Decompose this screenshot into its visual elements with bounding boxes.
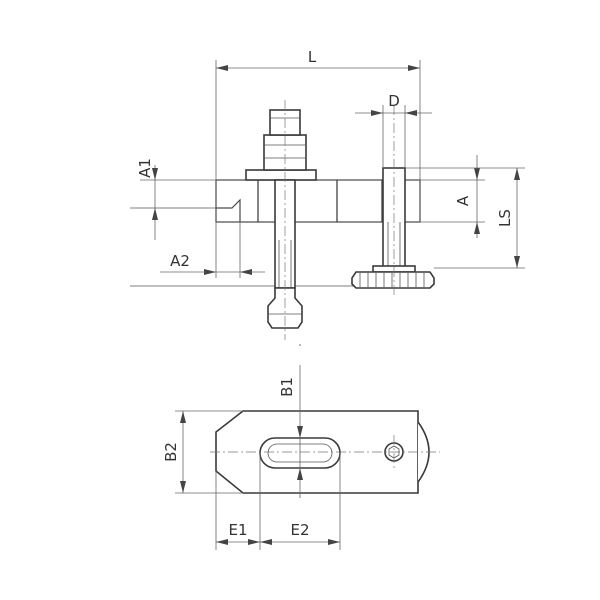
label-E1: E1 (228, 521, 247, 539)
washer (245, 169, 317, 181)
dimension-B1: B1 (278, 365, 303, 498)
clamp-nose (216, 198, 241, 222)
top-view: B1 B2 E1 E2 (162, 365, 440, 550)
label-L: L (308, 48, 317, 66)
label-A1: A1 (136, 158, 154, 178)
separator-dot (299, 344, 301, 346)
label-D: D (388, 92, 400, 110)
dimension-LS: LS (405, 167, 525, 269)
knurl-lines (359, 273, 425, 287)
clamp-body-left-section (215, 179, 259, 223)
clamp-body-slot (257, 179, 338, 223)
dimension-A: A (420, 155, 485, 238)
dimension-A2: A2 (160, 222, 265, 278)
dimension-E1-E2: E1 E2 (215, 453, 341, 550)
label-LS: LS (496, 209, 514, 227)
dimension-B2: B2 (162, 410, 243, 494)
dimension-L: L (215, 48, 421, 180)
label-A: A (454, 195, 472, 206)
label-B1: B1 (278, 377, 296, 397)
knurled-foot (351, 271, 435, 289)
label-B2: B2 (162, 442, 180, 462)
label-A2: A2 (170, 252, 190, 270)
dimension-D: D (355, 92, 432, 168)
label-E2: E2 (290, 521, 309, 539)
clamp-body-right-section (336, 179, 383, 223)
dimension-A1: A1 (136, 158, 216, 240)
side-view: L D A1 A (130, 48, 525, 340)
